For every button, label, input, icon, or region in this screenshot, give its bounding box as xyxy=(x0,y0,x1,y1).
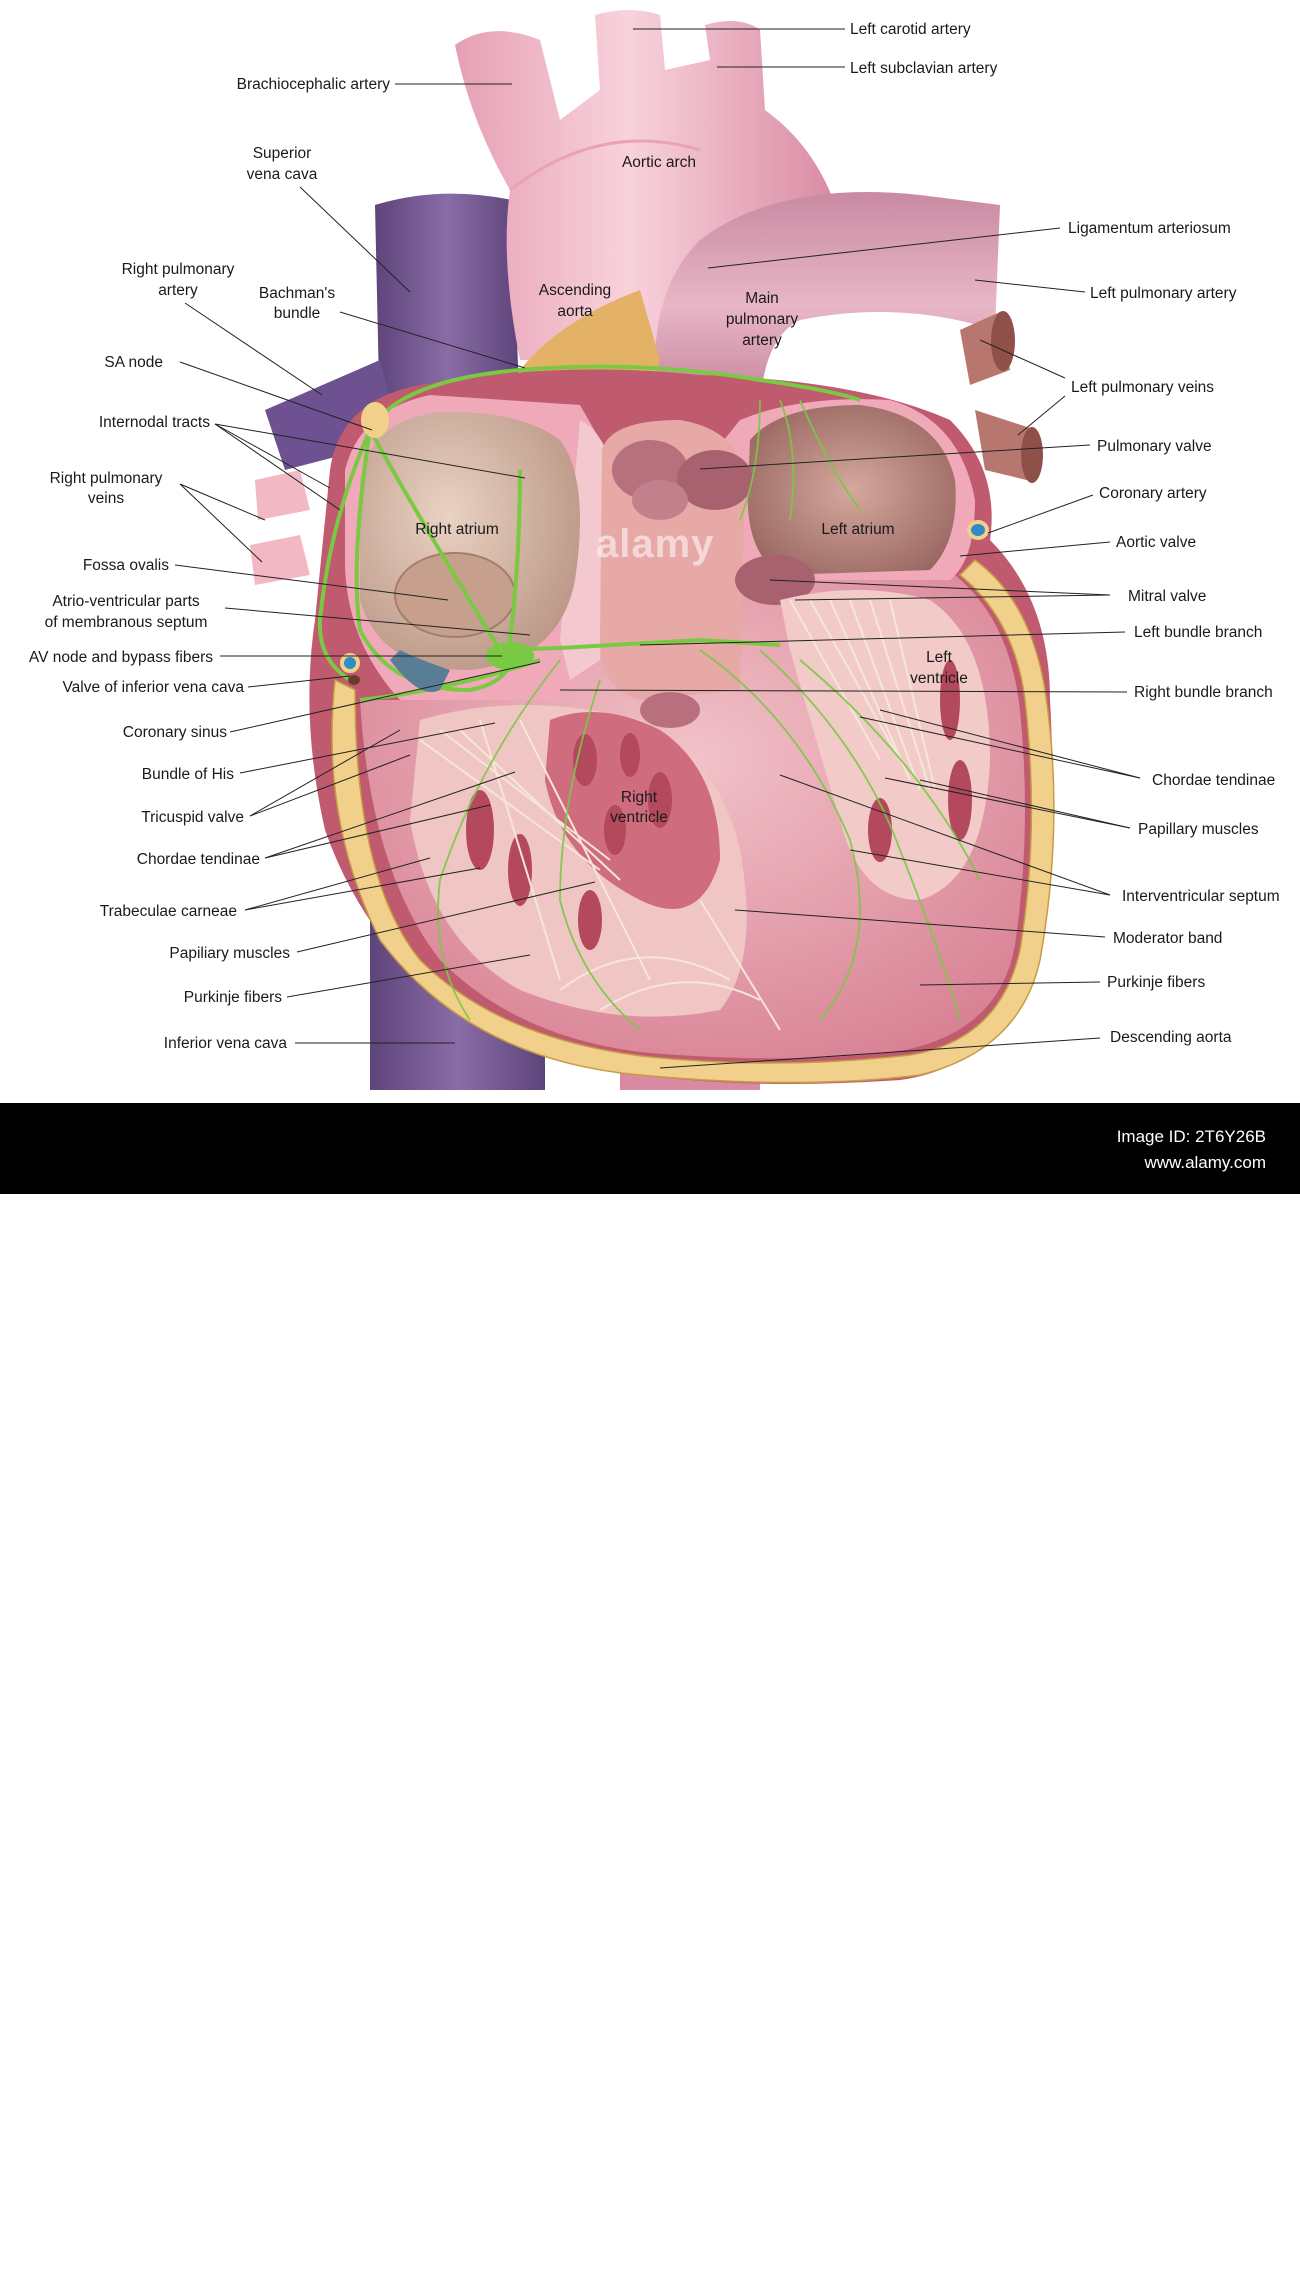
label-av-parts-1: Atrio-ventricular parts xyxy=(52,593,200,610)
av-node-shape xyxy=(486,642,534,670)
coronary-sinus-dot xyxy=(348,675,360,685)
label-bachmans-bundle-1: Bachman's xyxy=(259,285,335,302)
diagram-stage: Left carotid artery Left subclavian arte… xyxy=(29,10,1280,1090)
label-coronary-artery: Coronary artery xyxy=(1099,485,1207,502)
label-main-pulmonary-artery-2: pulmonary xyxy=(726,311,799,328)
diagram-labels: Left carotid artery Left subclavian arte… xyxy=(29,21,1280,1052)
aortic-valve-cusps xyxy=(640,692,700,728)
label-descending-aorta: Descending aorta xyxy=(1110,1029,1232,1046)
purkinje-network xyxy=(437,399,981,1031)
pulmonary-valve-shape xyxy=(612,440,753,520)
label-left-carotid-artery: Left carotid artery xyxy=(850,21,971,38)
label-right-pulmonary-artery-2: artery xyxy=(158,282,198,299)
label-right-pulmonary-veins-1: Right pulmonary xyxy=(50,470,163,487)
label-main-pulmonary-artery-1: Main xyxy=(745,290,779,307)
label-aortic-arch: Aortic arch xyxy=(622,154,696,171)
label-interventricular-septum: Interventricular septum xyxy=(1122,888,1280,905)
label-purkinje-fibers-left: Purkinje fibers xyxy=(184,989,282,1006)
label-left-atrium: Left atrium xyxy=(821,521,894,538)
label-av-parts-2: of membranous septum xyxy=(45,614,208,631)
label-ascending-aorta-2: aorta xyxy=(557,303,593,320)
label-ligamentum-arteriosum: Ligamentum arteriosum xyxy=(1068,220,1231,237)
label-superior-vena-cava-2: vena cava xyxy=(247,166,318,183)
label-aortic-valve: Aortic valve xyxy=(1116,534,1196,551)
label-papillary-muscles-left: Papiliary muscles xyxy=(169,945,290,962)
label-ascending-aorta-1: Ascending xyxy=(539,282,611,299)
label-purkinje-fibers-right: Purkinje fibers xyxy=(1107,974,1205,991)
heart-illustration: Left carotid artery Left subclavian arte… xyxy=(29,10,1280,1090)
right-ventricle-chamber xyxy=(410,705,781,1031)
label-left-ventricle-1: Left xyxy=(926,649,953,666)
leader-lines xyxy=(174,28,1141,1069)
image-id-text: Image ID: 2T6Y26B xyxy=(1116,1127,1266,1146)
label-right-atrium: Right atrium xyxy=(415,521,499,538)
label-av-node: AV node and bypass fibers xyxy=(29,649,213,666)
label-right-pulmonary-veins-2: veins xyxy=(88,490,124,507)
label-left-pulmonary-veins: Left pulmonary veins xyxy=(1071,379,1214,396)
footer-bar: alamy Image ID: 2T6Y26B www.alamy.com xyxy=(0,1103,1300,2279)
label-left-bundle-branch: Left bundle branch xyxy=(1134,624,1262,641)
left-atrium-chamber xyxy=(747,405,956,575)
label-moderator-band: Moderator band xyxy=(1113,930,1222,947)
alamy-logo: alamy xyxy=(36,2221,179,2279)
label-main-pulmonary-artery-3: artery xyxy=(742,332,782,349)
label-tricuspid-valve: Tricuspid valve xyxy=(141,809,244,826)
label-right-bundle-branch: Right bundle branch xyxy=(1134,684,1273,701)
watermark-text: alamy xyxy=(596,522,715,566)
aorta-shape xyxy=(455,10,840,360)
label-left-ventricle-2: ventricle xyxy=(910,670,968,687)
label-trabeculae-carneae: Trabeculae carneae xyxy=(100,903,237,920)
label-internodal-tracts: Internodal tracts xyxy=(99,414,210,431)
label-left-subclavian-artery: Left subclavian artery xyxy=(850,60,998,77)
label-right-ventricle-1: Right xyxy=(621,789,658,806)
label-left-pulmonary-artery: Left pulmonary artery xyxy=(1090,285,1237,302)
label-coronary-sinus: Coronary sinus xyxy=(123,724,227,741)
label-fossa-ovalis: Fossa ovalis xyxy=(83,557,169,574)
label-bachmans-bundle-2: bundle xyxy=(274,305,321,322)
label-brachiocephalic-artery: Brachiocephalic artery xyxy=(237,76,391,93)
label-right-pulmonary-artery-1: Right pulmonary xyxy=(122,261,235,278)
label-papillary-muscles-right: Papillary muscles xyxy=(1138,821,1259,838)
superior-vena-cava-shape xyxy=(250,193,520,585)
label-chordae-tendinae-left: Chordae tendinae xyxy=(137,851,260,868)
ivc-valve-shape xyxy=(390,650,450,692)
label-bundle-of-his: Bundle of His xyxy=(142,766,234,783)
label-pulmonary-valve: Pulmonary valve xyxy=(1097,438,1212,455)
label-sa-node: SA node xyxy=(104,354,163,371)
label-chordae-tendinae-right: Chordae tendinae xyxy=(1152,772,1275,789)
site-url-text: www.alamy.com xyxy=(1144,1153,1266,1172)
label-mitral-valve: Mitral valve xyxy=(1128,588,1206,605)
pulmonary-artery-shape xyxy=(655,192,1043,483)
sa-node-shape xyxy=(361,402,389,438)
label-inferior-vena-cava: Inferior vena cava xyxy=(164,1035,288,1052)
label-right-ventricle-2: ventricle xyxy=(610,809,668,826)
label-superior-vena-cava-1: Superior xyxy=(253,145,312,162)
label-valve-inferior-vena-cava: Valve of inferior vena cava xyxy=(62,679,244,696)
coronary-artery-dot-right xyxy=(340,653,360,673)
coronary-artery-dot xyxy=(967,520,989,540)
